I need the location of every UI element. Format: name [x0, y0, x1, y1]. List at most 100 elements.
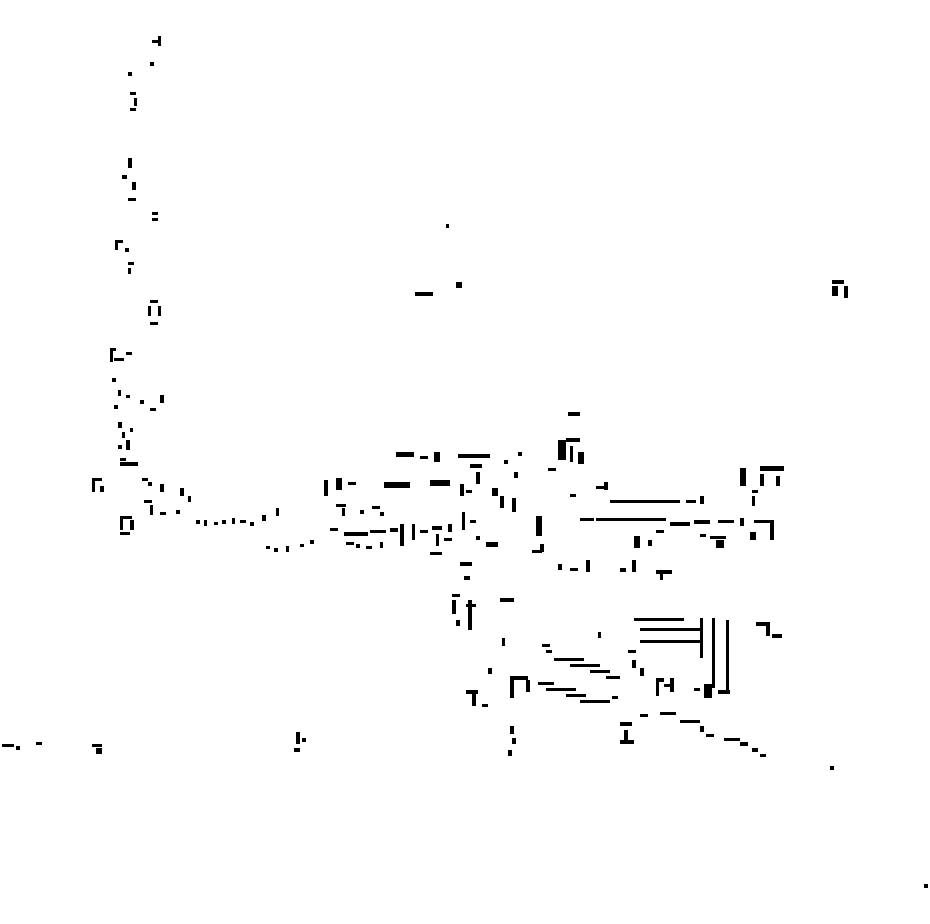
building-footprint — [750, 532, 756, 540]
building-footprint — [486, 542, 498, 547]
building-footprint — [126, 395, 130, 398]
building-footprint — [296, 732, 300, 744]
building-footprint — [372, 506, 380, 509]
building-footprint — [115, 240, 118, 250]
building-footprint — [420, 530, 428, 533]
building-cluster-west-cluster — [92, 478, 314, 552]
building-footprint — [518, 452, 522, 456]
building-footprint — [740, 518, 744, 526]
building-footprint — [134, 98, 137, 106]
building-footprint — [508, 750, 512, 756]
building-footprint — [342, 508, 345, 516]
building-footprint — [706, 734, 714, 737]
building-footprint — [460, 562, 472, 566]
building-footprint — [92, 478, 102, 481]
building-footprint — [232, 518, 235, 524]
building-footprint — [152, 212, 158, 215]
building-footprint — [92, 478, 95, 492]
building-footprint — [150, 505, 153, 515]
building-footprint — [114, 405, 118, 409]
building-footprint — [118, 445, 122, 449]
building-footprint — [634, 536, 640, 548]
building-footprint — [482, 704, 488, 707]
building-footprint — [370, 530, 386, 533]
building-footprint — [128, 262, 134, 265]
building-footprint — [150, 408, 156, 411]
building-footprint — [514, 472, 518, 478]
building-footprint — [536, 516, 542, 536]
building-footprint — [276, 508, 279, 516]
building-footprint — [590, 670, 610, 673]
building-footprint — [400, 524, 404, 546]
building-footprint — [710, 536, 726, 539]
building-footprint — [538, 682, 554, 685]
building-footprint — [570, 568, 578, 571]
building-footprint — [514, 676, 528, 680]
building-footprint — [470, 520, 476, 523]
building-footprint — [752, 490, 758, 493]
building-footprint — [488, 668, 492, 674]
building-footprint — [570, 494, 576, 497]
building-footprint — [700, 726, 704, 732]
building-footprint — [130, 92, 136, 95]
building-footprint — [570, 664, 600, 667]
building-footprint — [756, 622, 770, 626]
building-footprint — [472, 694, 476, 706]
building-footprint — [120, 458, 126, 461]
building-cluster-south-cluster — [452, 562, 834, 770]
building-footprint — [606, 676, 620, 679]
building-footprint — [336, 478, 342, 490]
building-footprint — [158, 306, 161, 316]
building-footprint — [526, 680, 530, 692]
building-footprint — [656, 678, 664, 682]
building-footprint — [250, 522, 254, 526]
building-footprint — [396, 452, 414, 457]
building-footprint — [266, 546, 270, 549]
building-footprint — [620, 740, 634, 744]
building-footprint — [434, 452, 440, 462]
building-footprint — [360, 510, 364, 514]
building-footprint — [656, 530, 664, 533]
building-footprint — [566, 438, 580, 442]
building-footprint — [128, 158, 132, 168]
building-footprint — [686, 500, 696, 503]
building-footprint — [660, 712, 676, 715]
building-footprint — [2, 744, 14, 747]
building-footprint — [772, 634, 782, 638]
building-footprint — [128, 198, 136, 201]
building-footprint — [436, 534, 439, 546]
building-footprint — [760, 466, 784, 471]
building-cluster-north-outliers — [415, 224, 848, 298]
building-footprint — [430, 480, 450, 486]
building-footprint — [458, 454, 490, 458]
building-footprint — [344, 532, 368, 536]
building-footprint — [700, 534, 706, 537]
building-footprint — [500, 598, 514, 602]
building-footprint — [760, 474, 764, 486]
building-footprint — [554, 658, 584, 661]
building-footprint — [726, 620, 729, 690]
building-footprint — [620, 722, 632, 726]
building-footprint — [694, 520, 710, 524]
building-footprint — [348, 482, 356, 485]
building-footprint — [456, 282, 462, 288]
building-footprint — [214, 522, 218, 525]
building-footprint — [724, 738, 740, 741]
building-footprint — [366, 546, 372, 549]
building-footprint — [446, 224, 449, 228]
building-footprint — [430, 552, 442, 555]
building-footprint — [120, 462, 138, 466]
building-footprint — [548, 468, 556, 471]
building-footprint — [432, 526, 442, 530]
building-footprint — [346, 542, 354, 545]
building-footprint — [648, 540, 652, 546]
building-footprint — [115, 240, 123, 243]
building-footprint — [624, 730, 628, 740]
building-footprint — [122, 432, 125, 438]
building-footprint — [752, 496, 755, 506]
building-footprint — [302, 738, 306, 742]
building-footprint — [604, 482, 608, 490]
building-footprint — [712, 618, 715, 688]
